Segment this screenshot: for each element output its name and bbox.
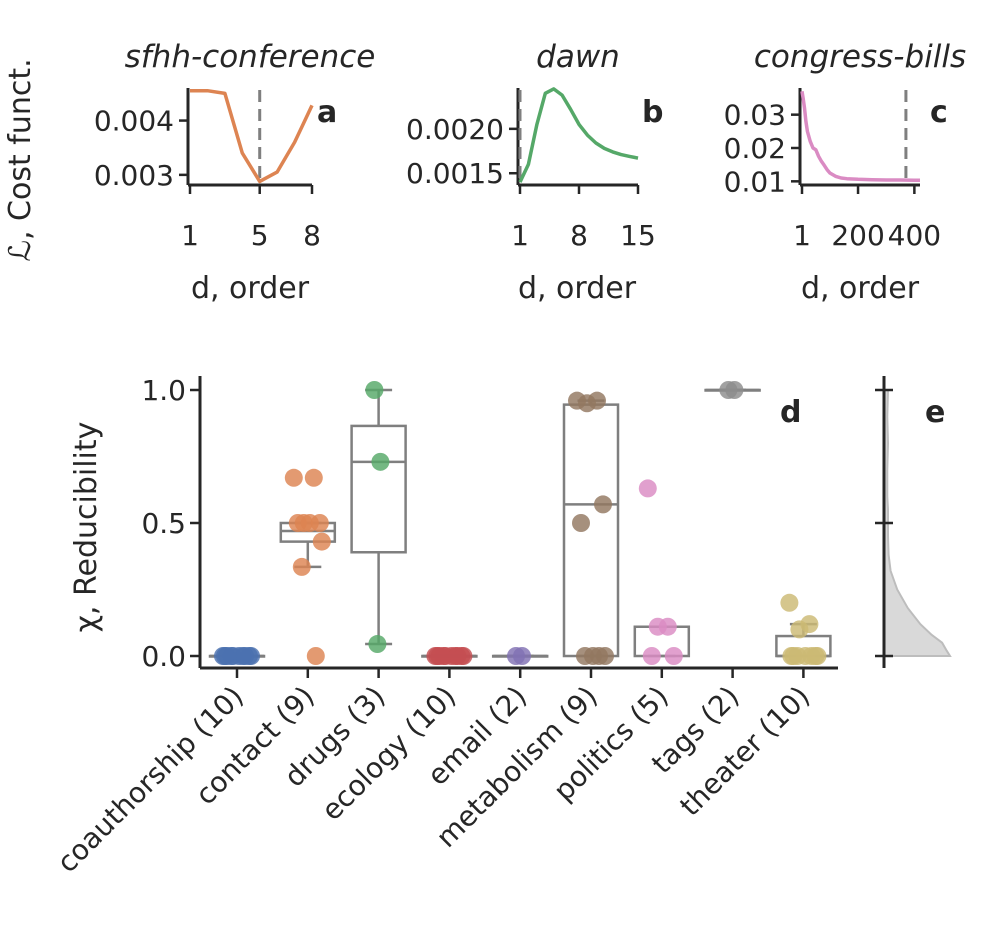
x-tick-label: 1 [181, 219, 199, 252]
data-point [304, 468, 323, 487]
data-point [365, 381, 384, 399]
data-point [578, 394, 596, 413]
data-point [638, 479, 657, 498]
panel-a-letter: a [317, 95, 337, 130]
y-tick-label: 0.5 [141, 507, 186, 540]
panel-d-letter: d [780, 395, 801, 430]
cost-line [800, 91, 920, 183]
y-tick-label: 0.01 [724, 165, 786, 198]
panel-c-title: congress-bills [754, 39, 966, 75]
density-area [883, 389, 952, 657]
data-point [782, 647, 801, 665]
y-tick-label: 0.0020 [406, 113, 504, 146]
y-tick-label: 0.02 [724, 132, 786, 165]
data-point [284, 468, 303, 487]
data-point [790, 620, 809, 639]
y-tick-label: 0.0 [141, 640, 186, 673]
x-tick-label: 1 [511, 219, 529, 252]
data-point [368, 635, 387, 654]
x-tick-label: 5 [251, 219, 269, 252]
box [562, 403, 620, 658]
data-point [642, 647, 661, 665]
data-point [292, 557, 311, 576]
data-point [371, 452, 390, 471]
data-point [802, 647, 821, 665]
data-point [236, 647, 254, 665]
x-tick-label: 200 [831, 219, 884, 252]
data-point [306, 647, 325, 665]
panel-b-xlabel: d, order [518, 271, 637, 306]
y-tick-label: 1.0 [141, 374, 186, 407]
data-point [576, 647, 594, 665]
panel-b-title: dawn [536, 39, 620, 75]
data-point [648, 617, 667, 636]
cost-line [190, 88, 314, 184]
panel-a-title: sfhh-conference [125, 39, 376, 75]
y-tick-label: 0.003 [94, 159, 174, 192]
panel-b-letter: b [642, 95, 663, 130]
panel-e [875, 376, 952, 668]
y-tick-label: 0.004 [94, 105, 174, 138]
panel-c-letter: c [930, 95, 948, 130]
y-tick-label: 0.03 [724, 99, 786, 132]
data-point [594, 495, 612, 514]
data-point [572, 514, 590, 532]
x-tick-label: 8 [303, 219, 321, 252]
panel-b: 0.0015 0.0020 1 8 15 [406, 87, 656, 252]
data-point [448, 647, 467, 665]
x-tick-label: 8 [570, 219, 588, 252]
panel-e-letter: e [925, 395, 945, 430]
panel-d-ylabel: χ, Reducibility [69, 422, 104, 633]
data-point [312, 532, 331, 551]
data-point [300, 514, 319, 532]
data-point [428, 647, 447, 665]
top-ylabel: ℒ, Cost funct. [3, 58, 38, 261]
data-point [590, 647, 608, 665]
cost-line [518, 87, 639, 183]
x-tick-label: 15 [620, 219, 656, 252]
panel-a-xlabel: d, order [191, 271, 310, 306]
x-tick-label: 400 [888, 219, 941, 252]
data-point [780, 593, 799, 612]
panel-c-xlabel: d, order [801, 271, 920, 306]
x-tick-label: 1 [793, 219, 811, 252]
data-point [725, 381, 744, 399]
panel-a: 0.003 0.004 1 5 8 [94, 88, 321, 252]
data-point [216, 647, 234, 665]
data-point [513, 647, 531, 665]
box [350, 424, 407, 554]
data-point [664, 647, 683, 665]
y-tick-label: 0.0015 [406, 157, 504, 190]
